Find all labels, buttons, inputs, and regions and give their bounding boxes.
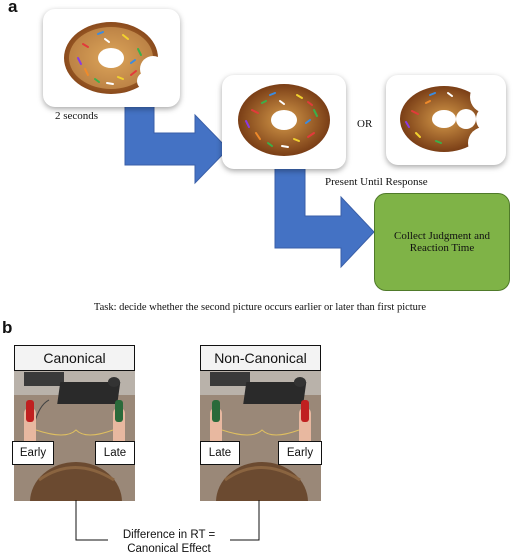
present-until-response-label: Present Until Response xyxy=(325,176,428,188)
second-picture-whole-card xyxy=(222,75,346,169)
noncanonical-left-label: Late xyxy=(200,441,240,465)
collect-judgment-box: Collect Judgment and Reaction Time xyxy=(374,193,510,291)
difference-label-box: Difference in RT = Canonical Effect xyxy=(108,528,230,556)
or-label: OR xyxy=(357,118,373,130)
desk-hands-photo xyxy=(200,370,321,501)
first-picture-card xyxy=(43,9,180,107)
difference-line1: Difference in RT = xyxy=(122,529,216,541)
collect-label-line2: Reaction Time xyxy=(409,242,475,254)
panel-b-label: b xyxy=(2,318,13,337)
arrow-to-collect-box xyxy=(274,164,375,269)
flow-arrows xyxy=(124,103,375,269)
noncanonical-right-label: Early xyxy=(278,441,322,465)
canonical-right-label: Late xyxy=(95,441,135,465)
difference-bracket xyxy=(75,500,260,541)
canonical-title: Canonical xyxy=(14,345,135,371)
bitten-donut-image xyxy=(64,22,166,94)
panel-a-label: a xyxy=(8,0,18,16)
task-description: Task: decide whether the second picture … xyxy=(93,302,427,313)
arrow-to-second-picture xyxy=(124,103,229,185)
noncanonical-title: Non-Canonical xyxy=(200,345,321,371)
difference-line2: Canonical Effect xyxy=(127,543,211,555)
collect-label-line1: Collect Judgment and xyxy=(394,230,490,242)
whole-donut-image xyxy=(238,84,330,156)
noncanonical-photo xyxy=(200,370,321,501)
canonical-left-label: Early xyxy=(12,441,54,465)
second-picture-bitten-card xyxy=(386,75,506,165)
mostly-eaten-donut-image xyxy=(400,81,504,159)
first-delay-label: 2 seconds xyxy=(55,110,99,122)
canonical-photo xyxy=(14,370,135,501)
desk-hands-photo xyxy=(14,370,135,501)
